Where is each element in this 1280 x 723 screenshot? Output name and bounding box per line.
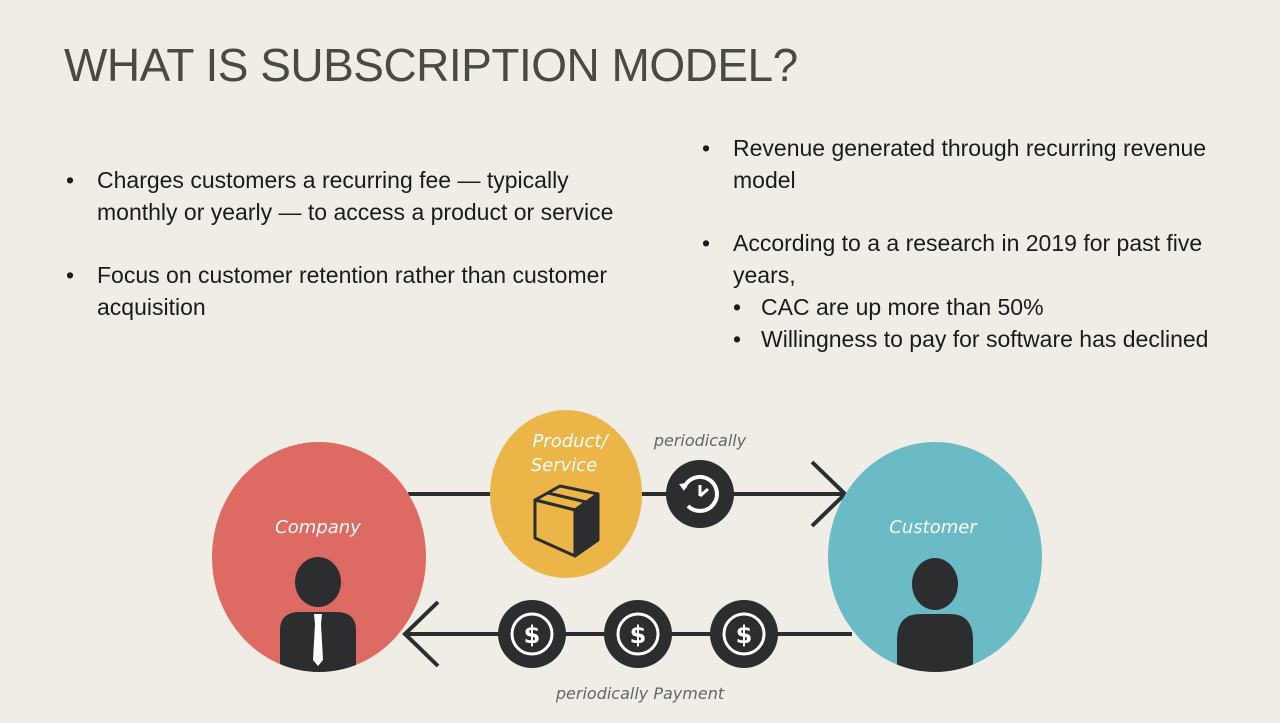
sub-bullet-item: Willingness to pay for software has decl…: [733, 323, 1260, 355]
svg-text:$: $: [524, 621, 541, 649]
recurring-clock-icon: [666, 460, 734, 528]
businessman-icon: [280, 557, 356, 672]
service-label: Service: [531, 455, 598, 476]
dollar-coin-icon: $: [710, 600, 778, 668]
bullet-item: According to a a research in 2019 for pa…: [700, 227, 1260, 355]
right-bullet-list: Revenue generated through recurring reve…: [700, 132, 1260, 355]
sub-bullet-item: CAC are up more than 50%: [733, 291, 1260, 323]
product-label: Product/: [532, 431, 609, 452]
dollar-coin-icon: $: [604, 600, 672, 668]
svg-text:$: $: [736, 621, 753, 649]
person-icon: [897, 558, 973, 672]
slide-title: WHAT IS SUBSCRIPTION MODEL?: [64, 39, 798, 91]
company-label: Company: [275, 517, 361, 538]
box-icon: [533, 484, 600, 558]
dollar-coin-icon: $: [498, 600, 566, 668]
product-service-node: Product/ Service: [490, 410, 642, 578]
customer-label: Customer: [889, 517, 978, 538]
customer-node: Customer: [828, 442, 1042, 672]
left-bullet-list: Charges customers a recurring fee — typi…: [64, 164, 624, 323]
arrow-left-icon: [402, 600, 440, 668]
periodically-label: periodically: [653, 431, 747, 450]
bullet-item: Revenue generated through recurring reve…: [700, 132, 1260, 196]
svg-text:$: $: [630, 621, 647, 649]
payment-label: periodically Payment: [555, 684, 725, 703]
bullet-item: Focus on customer retention rather than …: [64, 259, 624, 323]
bullet-item: Charges customers a recurring fee — typi…: [64, 164, 624, 228]
company-node: Company: [212, 442, 426, 672]
bullet-text: According to a a research in 2019 for pa…: [733, 230, 1203, 288]
arrow-right-icon: [810, 460, 848, 528]
